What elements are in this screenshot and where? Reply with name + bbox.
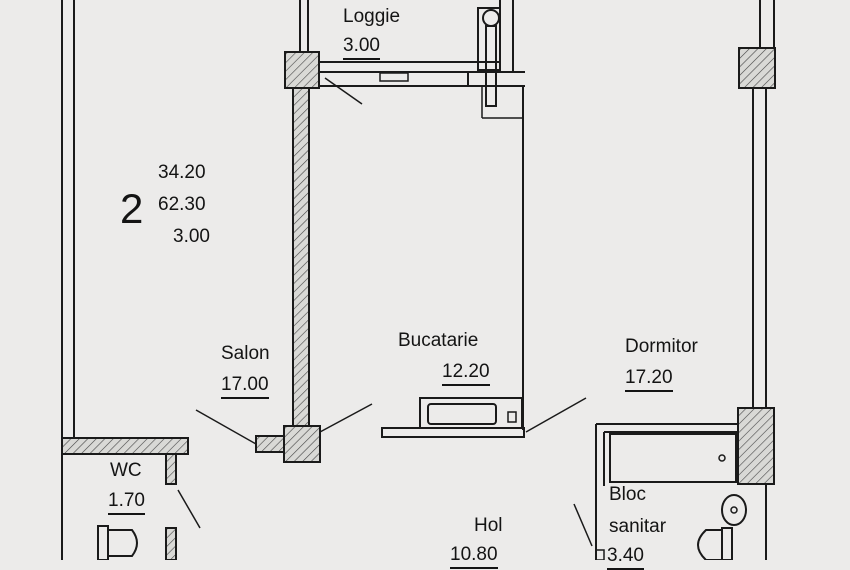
column-top-right (738, 47, 776, 89)
summary-value-1: 34.20 (158, 162, 206, 183)
left-exterior-wall (61, 0, 75, 560)
room-area-hol: 10.80 (450, 544, 498, 569)
column-bottom-center (283, 425, 321, 463)
wc-right-wall (165, 453, 177, 485)
bath-toilet-icon (697, 527, 733, 560)
room-name-loggie: Loggie (343, 6, 401, 27)
room-name-bucatarie: Bucatarie (398, 330, 479, 351)
summary-value-3: 3.00 (173, 226, 210, 247)
column-top-center (284, 51, 320, 89)
room-name-hol: Hol (474, 515, 503, 536)
door-swing-wc (177, 489, 201, 529)
door-swing-kitchen (319, 403, 373, 433)
room-area-dormitor: 17.20 (625, 367, 673, 392)
loggia-fixture (477, 7, 501, 107)
room-name-wc: WC (110, 460, 142, 481)
partition-wall-salon-kitchen (292, 87, 310, 429)
room-name-dormitor: Dormitor (625, 336, 698, 357)
wc-top-wall (61, 437, 189, 455)
sink-icon (721, 494, 747, 526)
small-wall-stub (255, 435, 285, 453)
summary-value-2: 62.30 (158, 194, 206, 215)
door-swing-dormitor (525, 397, 587, 433)
room-area-bucatarie: 12.20 (442, 361, 490, 386)
rooms-count: 2 (120, 185, 144, 232)
balcony-window (320, 71, 525, 105)
room-name-bloc-sanitar-line2: sanitar (609, 516, 667, 537)
room-area-loggie: 3.00 (343, 35, 380, 60)
wc-toilet-icon (97, 525, 138, 560)
room-area-wc: 1.70 (108, 490, 145, 515)
room-area-salon: 17.00 (221, 374, 269, 399)
column-right-bath (737, 407, 775, 485)
room-name-bloc-sanitar-line1: Bloc (609, 484, 646, 505)
loggia-walls (299, 0, 514, 72)
room-area-bloc-sanitar: 3.40 (607, 545, 644, 570)
door-swing-salon (195, 409, 257, 445)
door-swing-bath (573, 503, 593, 547)
room-name-salon: Salon (221, 343, 270, 364)
kitchen-counter (381, 397, 525, 438)
bathtub-icon (595, 423, 738, 560)
